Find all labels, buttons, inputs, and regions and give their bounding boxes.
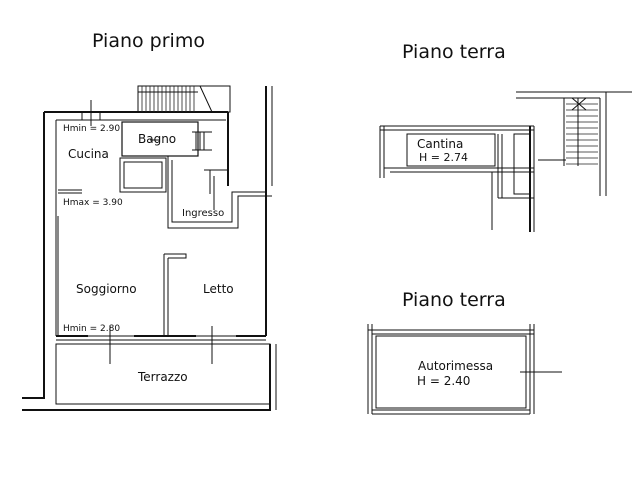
label-cantina-height: H = 2.74: [419, 151, 468, 164]
stairs-top: [138, 85, 213, 113]
label-cucina: Cucina: [68, 147, 109, 161]
label-autorimessa-height: H = 2.40: [417, 374, 470, 388]
plan-cantina: [379, 91, 632, 232]
title-piano-terra-autorimessa: Piano terra: [402, 289, 506, 311]
label-bagno: Bagno: [138, 132, 176, 146]
label-hmax: Hmax = 3.90: [63, 198, 123, 208]
label-soggiorno: Soggiorno: [76, 282, 137, 296]
label-ingresso: Ingresso: [182, 208, 224, 219]
label-hmin-bottom: Hmin = 2.80: [63, 324, 120, 334]
label-letto: Letto: [203, 282, 234, 296]
title-piano-primo: Piano primo: [92, 30, 205, 52]
title-piano-terra-cantina: Piano terra: [402, 41, 506, 63]
label-autorimessa: Autorimessa: [418, 359, 493, 373]
label-cantina: Cantina: [417, 137, 463, 151]
plan-autorimessa: [367, 324, 562, 415]
label-terrazzo: Terrazzo: [137, 370, 188, 384]
plan-piano-primo: [22, 85, 277, 411]
label-hmin-top: Hmin = 2.90: [63, 124, 120, 134]
